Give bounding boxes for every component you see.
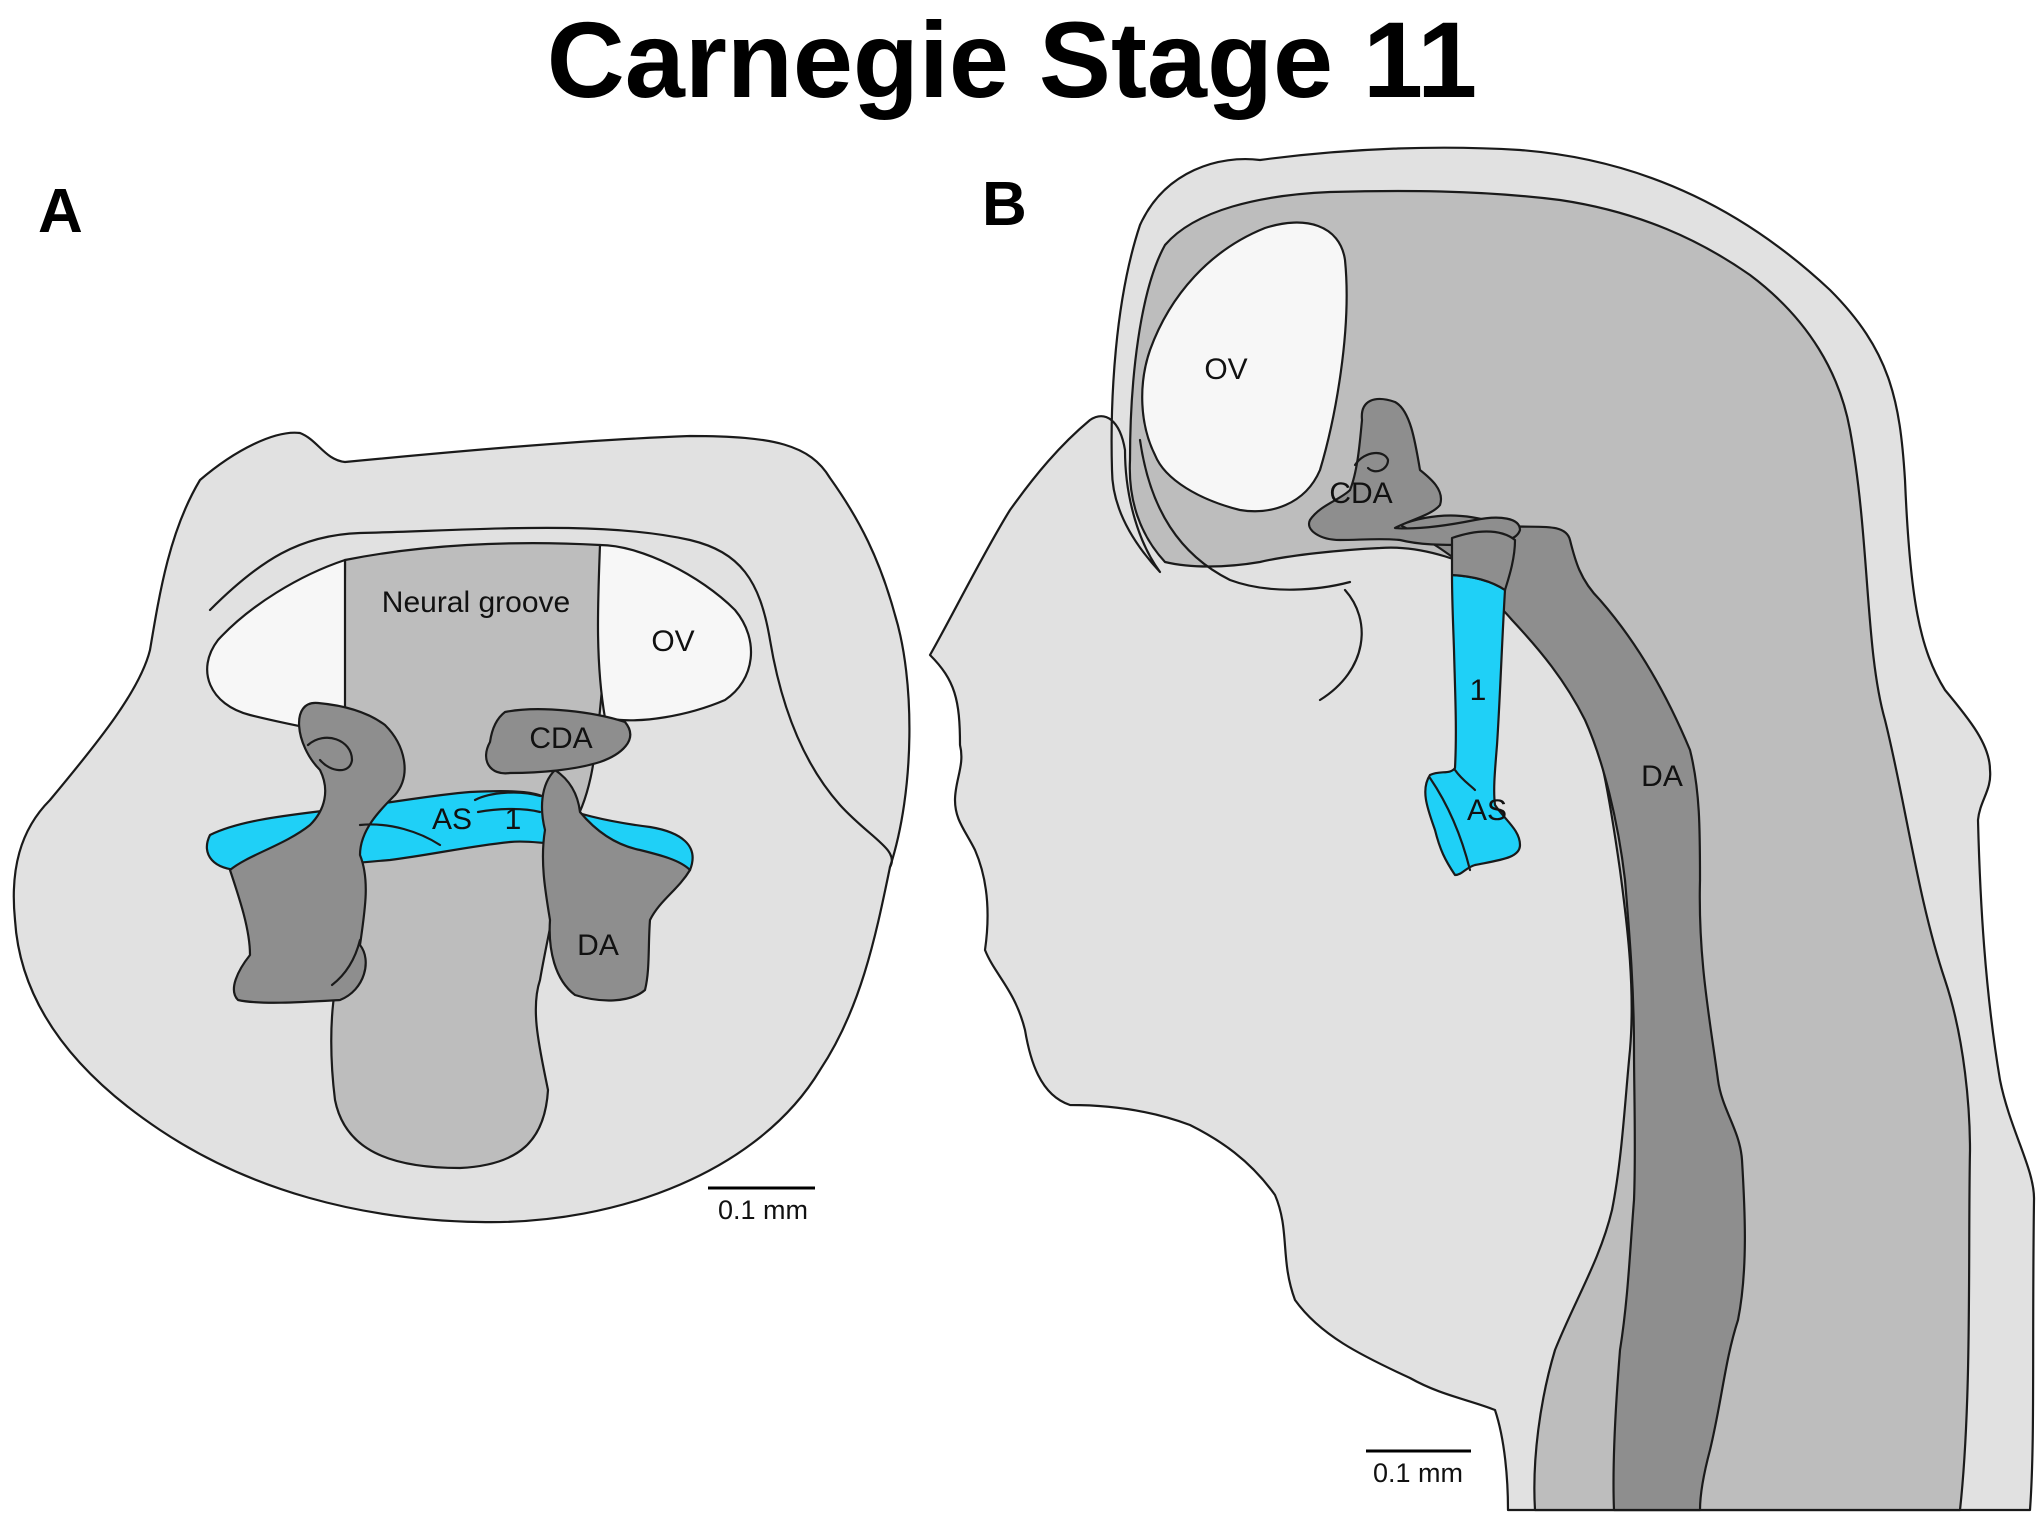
panel-b-arch-artery-top [1450,530,1517,592]
panel-a-cda [484,708,632,775]
panel-b-scale-label: 0.1 mm [1373,1458,1463,1488]
panel-b-sac-fold [1428,776,1472,872]
panel-b-otic-vesicle [1141,221,1348,513]
figure-title: Carnegie Stage 11 [547,0,1477,120]
panel-b-cda-curl [1353,452,1390,473]
panel-b: B OV CDA 1 AS DA 0.1 mm [928,146,2036,1512]
panel-b-head-contour [1138,438,1352,591]
panel-a-dorsal-aorta-left-fold [330,938,362,987]
panel-a-sac-fold-2 [473,791,542,814]
panel-b-arch-label: 1 [1470,674,1487,707]
panel-a-letter: A [38,177,83,246]
panel-a-da-label: DA [577,929,619,962]
panel-b-ov-label: OV [1204,353,1247,386]
panel-b-dorsal-aorta [1398,514,1746,1512]
panel-a-neural-groove-label: Neural groove [382,586,570,619]
panel-a-as-label: AS [432,803,472,836]
panel-b-arch-fold [1453,768,1477,792]
panel-a-cda-label: CDA [529,722,592,755]
panel-b-pharynx-line [1318,588,1363,702]
panel-b-cda [1307,397,1522,547]
panel-a-head-contour [208,526,893,869]
panel-a-dorsal-aorta-right [540,768,692,1002]
panel-a: A Neural groove OV CDA AS 1 DA 0.1 m [12,177,911,1225]
panel-a-dorsal-aorta-left [228,701,406,1004]
panel-a-sac-fold-1 [358,823,442,847]
panel-b-da-label: DA [1641,760,1683,793]
panel-a-dorsal-aorta-left-curl [306,736,354,772]
panel-b-cda-label: CDA [1329,477,1392,510]
panel-a-scale-label: 0.1 mm [718,1195,808,1225]
panel-b-arch-artery [1424,573,1522,877]
panel-a-ov-label: OV [651,625,694,658]
panel-b-letter: B [982,170,1027,239]
panel-a-arch-label: 1 [505,803,522,836]
panel-a-otic-vesicle-right [596,543,753,722]
panel-b-as-label: AS [1467,794,1507,827]
